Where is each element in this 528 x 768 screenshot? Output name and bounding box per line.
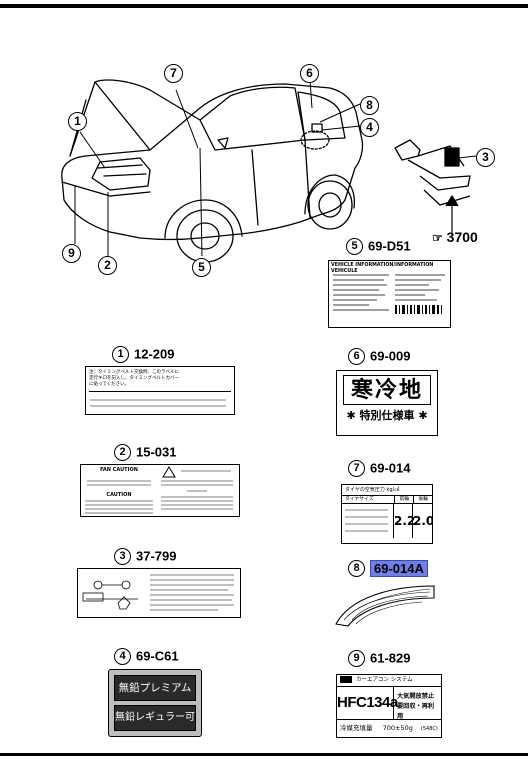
marker-3: 3 xyxy=(476,148,495,167)
marker-5: 5 xyxy=(192,258,211,277)
label-6-sub-row: ✱ 特別仕様車 ✱ xyxy=(346,409,428,422)
label-1-line2: 走行キロを記入し、タイミングベルトカバー xyxy=(89,376,179,381)
marker-7: 7 xyxy=(164,64,183,83)
label-69-D51: VEHICLE INFORMATION/INFORMATION VEHICULE xyxy=(328,260,451,328)
label-9-amount-row: 冷媒充填量 700±50g (548C) xyxy=(340,724,438,732)
label-9-warnings: 大気開放禁止 要回収・再利用 xyxy=(397,693,435,720)
top-rule xyxy=(0,4,528,8)
label-2-left-print-b xyxy=(85,500,153,514)
marker-1: 1 xyxy=(68,112,87,131)
warning-triangle-icon xyxy=(162,466,176,478)
reference-code: ☞ 3700 xyxy=(432,229,478,245)
label-69-C61: 無鉛プレミアム 無鉛レギュラー可 xyxy=(108,669,202,737)
label-12-209: 注：タイミングベルト交換時、このラベルに 走行キロを記入し、タイミングベルトカバ… xyxy=(85,366,235,415)
label-5-fine-print xyxy=(333,274,445,314)
label-5-title: VEHICLE INFORMATION/INFORMATION VEHICULE xyxy=(331,263,434,274)
star-icon: ✱ xyxy=(418,409,428,422)
label-9-head: カーエアコン システム xyxy=(337,675,441,687)
label-1-line3: に貼ってください。 xyxy=(89,382,130,387)
label-69-014: タイヤの空気圧力 kg/㎠ タイヤサイズ 前輪 後輪 2.2 2.0 xyxy=(341,484,433,544)
label-3-art xyxy=(82,574,234,611)
marker-8: 8 xyxy=(360,96,379,115)
highlighted-code[interactable]: 69-014A xyxy=(370,559,428,577)
label-1-line1: 注：タイミングベルト交換時、このラベルに xyxy=(89,370,179,375)
label-69-009: 寒冷地 ✱ 特別仕様車 ✱ xyxy=(336,370,438,436)
label-4-line2: 無鉛レギュラー可 xyxy=(114,705,196,731)
label-61-829: カーエアコン システム HFC134a 大気開放禁止 要回収・再利用 冷媒充填量… xyxy=(336,674,442,738)
label-9-badge xyxy=(340,676,352,683)
label-1-divider xyxy=(89,391,231,392)
label-7-header: タイヤの空気圧力 kg/㎠ xyxy=(342,485,432,496)
bottom-rule xyxy=(0,753,528,756)
marker-2: 2 xyxy=(98,256,117,275)
label-9-mid: HFC134a 大気開放禁止 要回収・再利用 xyxy=(337,687,441,720)
label-2-left-print-a xyxy=(87,480,151,486)
marker-4: 4 xyxy=(360,118,379,137)
car-illustration xyxy=(61,79,477,263)
label-7-colrow: タイヤサイズ 前輪 後輪 xyxy=(342,496,432,504)
label-1-fine-print xyxy=(90,399,226,407)
label-6-main: 寒冷地 xyxy=(343,375,431,405)
label-37-799 xyxy=(77,568,241,618)
marker-9: 9 xyxy=(62,244,81,263)
star-icon: ✱ xyxy=(346,409,356,422)
label-2-left: FAN CAUTION CAUTION xyxy=(83,467,155,516)
label-2-right xyxy=(161,466,233,510)
label-7-values: 2.2 2.0 xyxy=(342,504,432,538)
marker-6: 6 xyxy=(300,64,319,83)
label-69-014A xyxy=(335,585,435,627)
label-15-031: FAN CAUTION CAUTION xyxy=(80,464,240,517)
label-4-line1: 無鉛プレミアム xyxy=(114,675,196,701)
label-7-sizes xyxy=(345,504,394,538)
reference-icon: ☞ xyxy=(432,231,443,245)
